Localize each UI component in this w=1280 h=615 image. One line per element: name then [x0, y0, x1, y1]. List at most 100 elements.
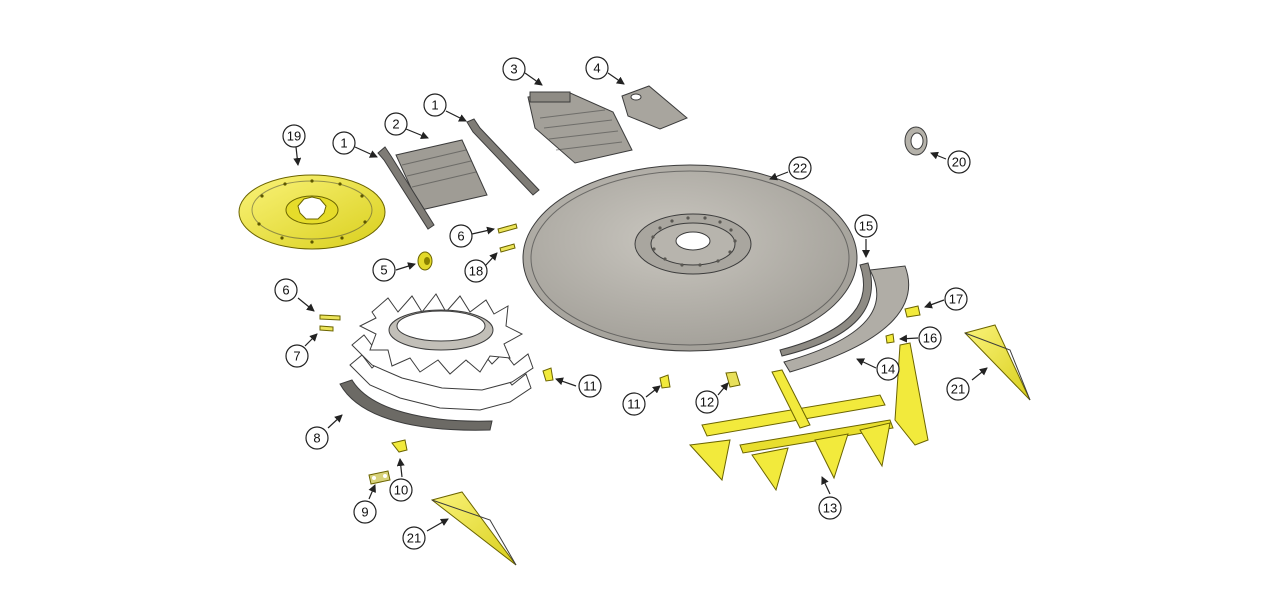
leader-14	[856, 358, 877, 369]
svg-text:14: 14	[881, 362, 895, 377]
svg-text:15: 15	[859, 219, 873, 234]
svg-text:11: 11	[627, 397, 641, 412]
callout-14: 14	[876, 357, 900, 381]
part-12-bracket	[725, 371, 741, 388]
callout-5: 5	[372, 258, 396, 282]
callout-16: 16	[918, 326, 942, 350]
leader-6a	[471, 226, 495, 235]
part-5-nut	[417, 251, 433, 271]
leader-21a	[426, 518, 449, 532]
svg-text:9: 9	[361, 505, 368, 520]
leader-21b	[971, 367, 988, 381]
leader-17	[924, 299, 945, 309]
leader-3	[524, 72, 543, 86]
part-11-clip-right	[659, 374, 671, 389]
part-15-segment	[779, 262, 872, 357]
callout-11a: 11	[578, 374, 602, 398]
svg-text:22: 22	[793, 161, 807, 176]
part-7-pin	[319, 325, 334, 332]
svg-text:11: 11	[583, 379, 597, 394]
callout-10: 10	[389, 478, 413, 502]
callouts: 1 1 2 3 4 5 6 6 7 8 9 10 11 11 12 13 14 …	[274, 56, 971, 550]
svg-text:1: 1	[340, 136, 347, 151]
leader-6b	[297, 297, 315, 312]
leader-9	[368, 484, 376, 500]
svg-text:13: 13	[823, 501, 837, 516]
part-21-point-lower	[430, 491, 517, 566]
star-wheel-stack	[349, 293, 534, 411]
part-11-clip-left	[542, 367, 554, 382]
svg-text:20: 20	[952, 155, 966, 170]
leader-1a	[354, 146, 378, 158]
leader-22	[769, 171, 789, 181]
callout-21a: 21	[402, 526, 426, 550]
part-21-point-right	[964, 324, 1031, 401]
callout-21b: 21	[946, 377, 970, 401]
callout-18: 18	[464, 259, 488, 283]
svg-text:17: 17	[949, 292, 963, 307]
part-22-disc	[522, 164, 858, 352]
callout-17: 17	[944, 287, 968, 311]
leader-16	[899, 334, 919, 343]
callout-22: 22	[788, 156, 812, 180]
leader-11a	[555, 377, 577, 387]
svg-text:7: 7	[293, 349, 300, 364]
svg-text:16: 16	[923, 331, 937, 346]
leader-7	[304, 333, 318, 347]
callout-1a: 1	[332, 131, 356, 155]
svg-text:1: 1	[431, 98, 438, 113]
part-1-bracket-left	[377, 146, 435, 230]
leader-2	[405, 128, 429, 140]
leader-12	[717, 382, 729, 396]
part-18-pin	[499, 243, 516, 253]
part-4-cover	[621, 85, 688, 130]
callout-12: 12	[695, 390, 719, 414]
callout-6a: 6	[449, 224, 473, 248]
callout-4: 4	[585, 56, 609, 80]
svg-text:2: 2	[392, 117, 399, 132]
callout-9: 9	[353, 500, 377, 524]
callout-11b: 11	[622, 392, 646, 416]
part-17-clip	[904, 305, 921, 318]
callout-19: 19	[282, 124, 306, 148]
leader-8	[327, 414, 343, 429]
leader-18	[484, 252, 498, 267]
part-6-pin-upper	[497, 223, 518, 234]
leader-10	[396, 458, 405, 478]
leader-13	[821, 476, 831, 495]
part-16-clip	[885, 333, 895, 344]
callout-8: 8	[305, 426, 329, 450]
part-8-segment	[339, 379, 493, 431]
svg-text:6: 6	[282, 283, 289, 298]
leader-20	[930, 151, 947, 160]
part-3-guard	[527, 91, 633, 164]
leader-5	[395, 262, 416, 271]
callout-13: 13	[818, 496, 842, 520]
callout-7: 7	[285, 344, 309, 368]
svg-text:10: 10	[394, 483, 408, 498]
leader-19	[293, 146, 302, 166]
svg-text:8: 8	[313, 431, 320, 446]
svg-text:21: 21	[951, 382, 965, 397]
leader-4	[607, 72, 625, 85]
svg-text:3: 3	[510, 62, 517, 77]
callout-6b: 6	[274, 278, 298, 302]
callout-20: 20	[947, 150, 971, 174]
part-1-bracket-right	[466, 118, 540, 196]
callout-3: 3	[502, 57, 526, 81]
part-19-hub-plate	[238, 174, 386, 250]
svg-text:19: 19	[287, 129, 301, 144]
svg-text:4: 4	[593, 61, 600, 76]
svg-text:18: 18	[469, 264, 483, 279]
part-13-frame	[688, 342, 929, 492]
svg-text:12: 12	[700, 395, 714, 410]
part-10-clip	[391, 439, 408, 453]
part-9-washer	[368, 470, 391, 485]
leader-lines	[293, 72, 988, 532]
leader-1b	[445, 110, 467, 122]
part-20-bearing	[904, 126, 928, 156]
part-6-pin-lower	[319, 314, 341, 321]
svg-text:6: 6	[457, 229, 464, 244]
svg-text:21: 21	[407, 531, 421, 546]
